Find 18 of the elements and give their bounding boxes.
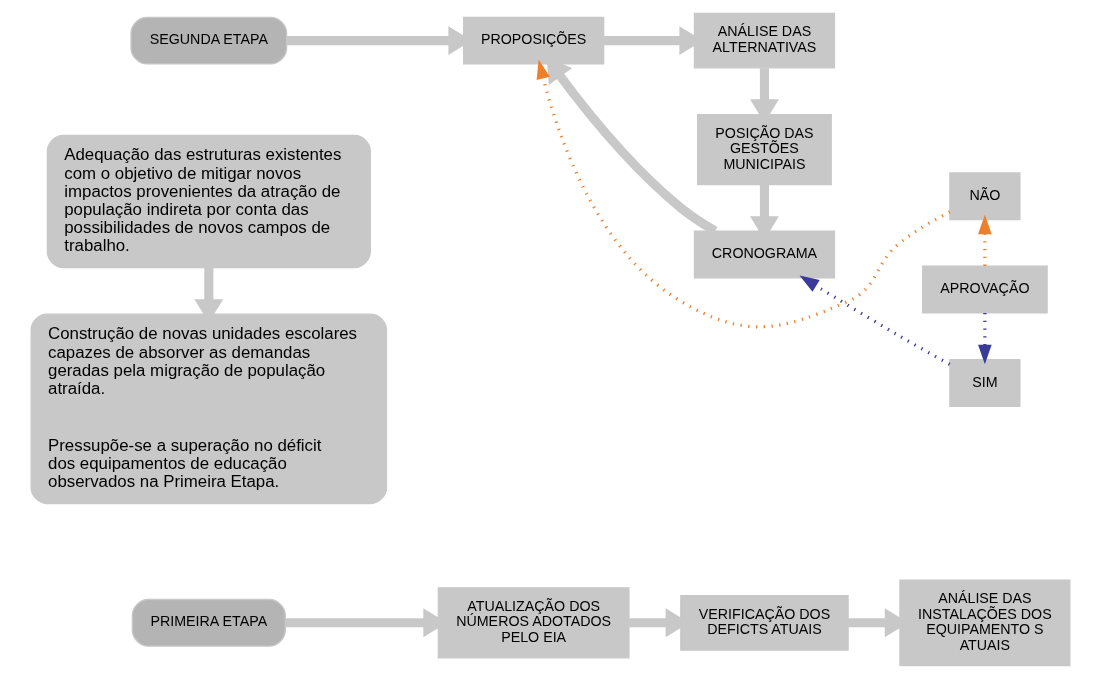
node-box: ANÁLISE DAS INSTALAÇÕES DOS EQUIPAMENTO S ATUAIS — [898, 579, 1070, 667]
node-box: VERIFICAÇÃO DOS DEFICTS ATUAIS — [679, 594, 849, 651]
node-box: APROVAÇÃO — [921, 265, 1048, 314]
node-box: Construção de novas unidades escolares capazes de absorver as demandas geradas pela migração de população atraída. Pressupõe-se a superação no déficit dos equipamentos de educação observados na Primeira Etapa. — [30, 313, 387, 505]
arrow — [977, 313, 992, 365]
node-box: PROPOSIÇÕES — [462, 16, 604, 65]
node-box: NÃO — [948, 172, 1021, 221]
node-box: CRONOGRAMA — [693, 230, 835, 279]
arrow — [536, 59, 951, 329]
node-box: ATUALIZAÇÃO DOS NÚMEROS ADOTADOS PELO EIA — [437, 587, 630, 659]
arrow — [799, 275, 950, 366]
node-box: SEGUNDA ETAPA — [129, 16, 287, 65]
node-box: POSIÇÃO DAS GESTÕES MUNICIPAIS — [696, 113, 832, 186]
node-box: PRIMEIRA ETAPA — [131, 598, 286, 647]
node-box: ANÁLISE DAS ALTERNATIVAS — [693, 12, 835, 69]
node-box: Adequação das estruturas existentes com o objetivo de mitigar novos impactos provenientes da atração de população indireta por conta das possibilidades de novos campos de trabalho. — [46, 134, 371, 269]
arrow — [977, 214, 992, 266]
node-box: SIM — [948, 358, 1021, 407]
